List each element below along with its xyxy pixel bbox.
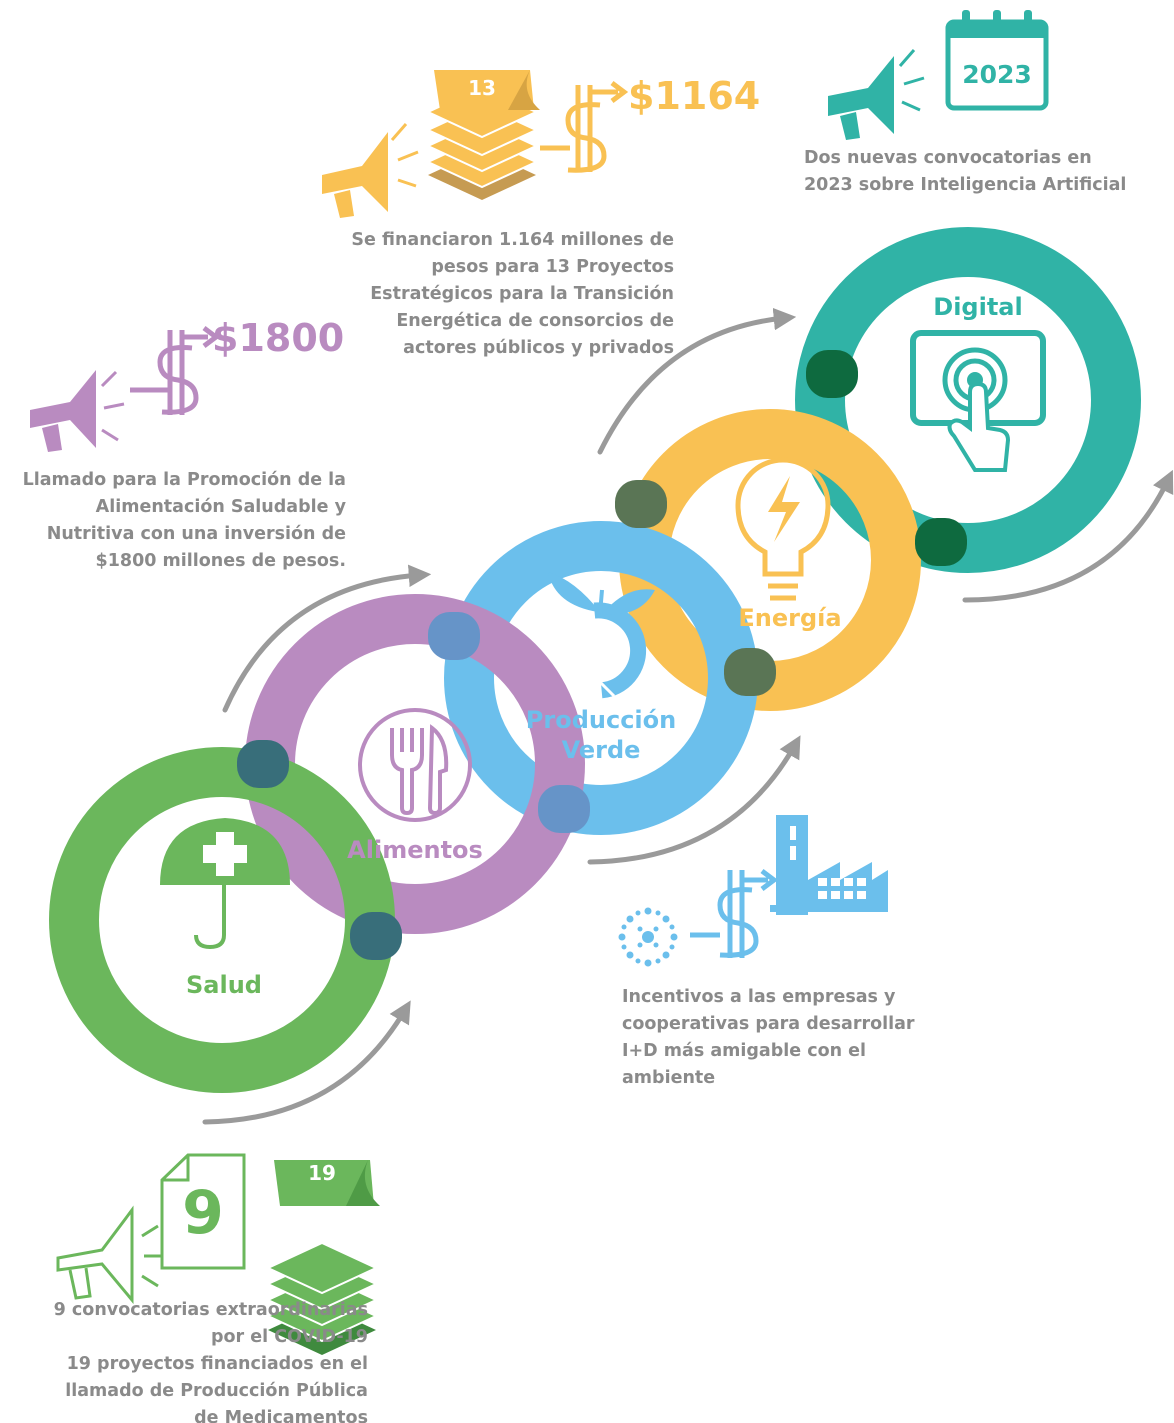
arrow-5: [962, 469, 1174, 603]
document-number: 9: [182, 1178, 224, 1248]
milestone-text-energia: Se financiaron 1.164 millones de pesos p…: [351, 230, 674, 358]
fork-knife-icon: [358, 708, 472, 822]
arrow-2: [222, 564, 432, 713]
calendar-icon: [945, 10, 1049, 111]
megaphone-icon: [828, 49, 925, 140]
dollar-arrow-icon: [540, 81, 629, 173]
milestone-text-produccion-verde: Incentivos a las empresas y cooperativas…: [622, 987, 915, 1088]
stack-number-energia: 13: [468, 76, 496, 100]
arrow-4: [597, 307, 797, 455]
ring-joints: [237, 350, 967, 960]
dollar-arrow-icon: [130, 326, 221, 415]
milestone-text-digital: Dos nuevas convocatorias en 2023 sobre I…: [804, 148, 1127, 195]
document-icon: [160, 1153, 246, 1270]
ring-digital: [795, 227, 1141, 573]
megaphone-icon: [322, 123, 419, 218]
area-label-digital: Digital: [933, 293, 1023, 321]
lightbulb-bolt-icon: [735, 457, 831, 601]
umbrella-cross-icon: [160, 818, 290, 950]
stack-number-salud: 19: [308, 1161, 336, 1185]
dollar-arrow-icon: [690, 869, 779, 958]
milestone-text-alimentos: Llamado para la Promoción de la Alimenta…: [22, 470, 346, 571]
calendar-year: 2023: [962, 60, 1032, 89]
touch-screen-icon: [910, 330, 1046, 472]
sprout-fruit-icon: [548, 572, 655, 700]
stacked-layers-icon: [425, 70, 540, 200]
amount-alimentos: $1800: [212, 316, 345, 360]
stacked-layers-icon: [265, 1160, 380, 1355]
amount-energia: $1164: [628, 74, 761, 118]
factory-icon: [770, 815, 888, 915]
area-label-salud: Salud: [186, 971, 262, 999]
milestone-text-salud: 9 convocatorias extraordinarias por el C…: [53, 1300, 368, 1423]
arrow-3: [587, 735, 801, 865]
area-label-produccion-verde: Producción Verde: [525, 706, 677, 764]
area-label-energia: Energía: [738, 604, 842, 632]
area-label-alimentos: Alimentos: [347, 836, 483, 864]
arrow-1: [202, 1000, 411, 1125]
megaphone-icon: [56, 1205, 162, 1305]
megaphone-icon: [30, 370, 125, 452]
atom-icon: [618, 907, 678, 967]
